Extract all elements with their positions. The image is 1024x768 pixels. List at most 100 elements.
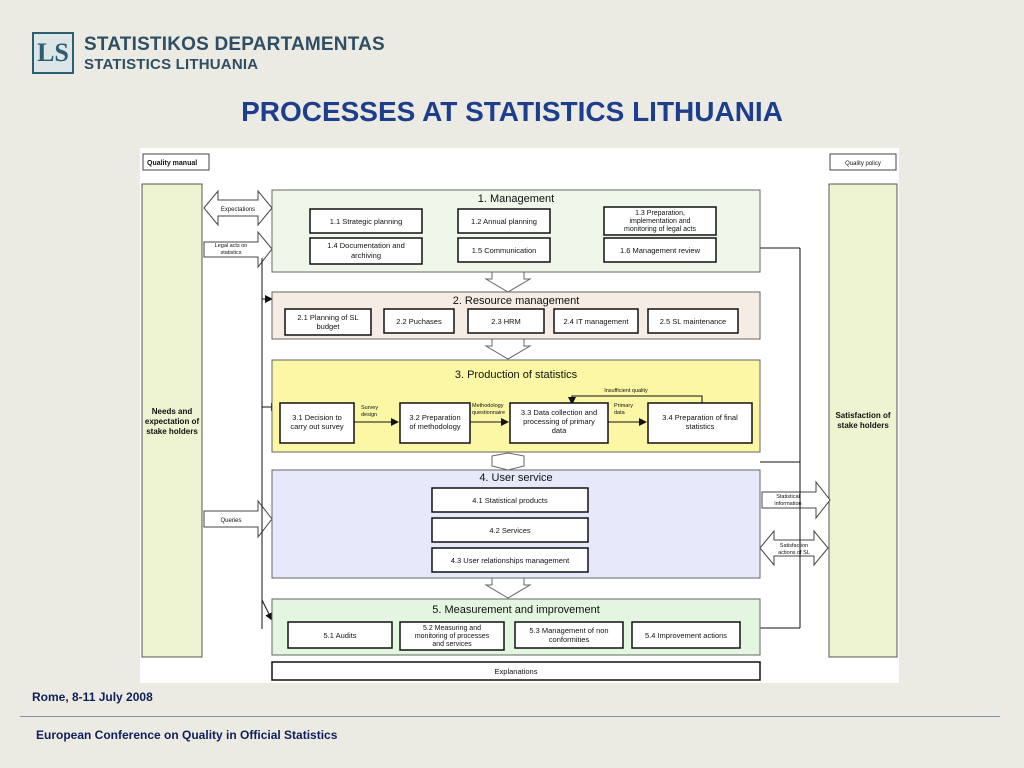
svg-text:stake holders: stake holders (146, 427, 198, 436)
svg-text:statistics: statistics (220, 250, 241, 256)
svg-text:2.3 HRM: 2.3 HRM (491, 317, 521, 326)
conference-name: European Conference on Quality in Offici… (36, 728, 338, 742)
step-2-3-box: 2.3 HRM (467, 308, 545, 334)
svg-text:data: data (552, 426, 567, 435)
step-4-2-box: 4.2 Services (431, 517, 589, 543)
svg-text:4.3 User relationships managem: 4.3 User relationships management (451, 556, 570, 565)
process-diagram-svg: Quality manual Quality policy Needs and … (141, 153, 898, 681)
insufficient-quality-loop (568, 395, 703, 405)
step-3-4-box: 3.4 Preparation of final statistics (647, 402, 753, 444)
measurement-title: 5. Measurement and improvement (432, 604, 600, 616)
satisfaction-actions-arrow (759, 529, 829, 567)
step-1-5-box: 1.5 Communication (457, 237, 551, 263)
up-down-arrow-3-4 (491, 452, 525, 471)
satisfaction-actions-label: Satisfaction actions of SL (778, 543, 810, 556)
svg-text:carry out survey: carry out survey (290, 422, 344, 431)
svg-text:actions of SL: actions of SL (778, 550, 810, 556)
svg-text:questionnaire: questionnaire (472, 410, 505, 416)
svg-text:1.1 Strategic planning: 1.1 Strategic planning (330, 217, 403, 226)
svg-text:processing of primary: processing of primary (523, 417, 595, 426)
svg-text:archiving: archiving (351, 251, 381, 260)
step-4-1-box: 4.1 Statistical products (431, 487, 589, 513)
svg-text:Legal acts on: Legal acts on (215, 243, 248, 249)
svg-text:5.2 Measuring and: 5.2 Measuring and (423, 625, 481, 632)
slide-title: PROCESSES AT STATISTICS LITHUANIA (241, 96, 783, 127)
svg-text:Needs and: Needs and (152, 407, 193, 416)
svg-text:5.1 Audits: 5.1 Audits (324, 631, 357, 640)
svg-text:4.2 Services: 4.2 Services (489, 526, 531, 535)
survey-design-label: Survey design (361, 405, 378, 418)
svg-text:3.1 Decision to: 3.1 Decision to (292, 413, 342, 422)
svg-text:information: information (774, 501, 801, 507)
step-5-1-box: 5.1 Audits (287, 621, 393, 649)
svg-text:Satisfaction of: Satisfaction of (835, 411, 890, 420)
primary-data-label: Primary data (614, 403, 633, 416)
quality-manual-label: Quality manual (147, 160, 197, 167)
down-arrow-1 (484, 271, 532, 293)
needs-label: Needs and expectation of stake holders (145, 407, 200, 436)
explanations-label: Explanations (495, 667, 538, 676)
footer-divider (20, 716, 1000, 717)
svg-text:expectation of: expectation of (145, 417, 200, 426)
svg-text:2.2 Puchases: 2.2 Puchases (396, 317, 442, 326)
methodology-questionnaire-label: Methodology questionnaire (472, 403, 505, 416)
step-1-2-box: 1.2 Annual planning (457, 208, 551, 234)
svg-text:design: design (361, 412, 377, 418)
step-2-1-box: 2.1 Planning of SL budget (284, 308, 372, 336)
step-2-5-box: 2.5 SL maintenance (647, 308, 739, 334)
svg-text:4.1 Statistical products: 4.1 Statistical products (472, 496, 548, 505)
svg-text:stake holders: stake holders (837, 421, 889, 430)
logo: LS (32, 32, 74, 74)
connector-measurement (261, 599, 273, 621)
svg-text:1.6 Management review: 1.6 Management review (620, 246, 701, 255)
svg-text:1.3 Preparation,: 1.3 Preparation, (635, 210, 685, 217)
queries-arrow (203, 499, 273, 539)
step-5-3-box: 5.3 Management of non conformities (514, 621, 624, 649)
down-arrow-2 (484, 338, 532, 360)
insufficient-quality-label: Insufficient quality (604, 388, 648, 394)
statistical-information-label: Statistical information (774, 494, 801, 507)
svg-text:1.2 Annual planning: 1.2 Annual planning (471, 217, 537, 226)
user-service-title: 4. User service (479, 472, 552, 484)
step-1-6-box: 1.6 Management review (603, 237, 717, 263)
quality-policy-box (829, 153, 897, 171)
svg-text:2.4 IT management: 2.4 IT management (564, 317, 630, 326)
down-arrow-4 (484, 577, 532, 599)
step-2-2-box: 2.2 Puchases (383, 308, 455, 334)
org-name-lt: STATISTIKOS DEPARTAMENTAS (84, 34, 385, 55)
svg-text:Primary: Primary (614, 403, 633, 409)
step-3-3-box: 3.3 Data collection and processing of pr… (509, 402, 609, 444)
statistical-information-arrow (761, 480, 831, 520)
logo-text: LS (37, 38, 69, 67)
svg-text:3.4 Preparation of final: 3.4 Preparation of final (662, 413, 738, 422)
svg-text:of methodology: of methodology (409, 422, 461, 431)
satisfaction-column (828, 183, 898, 658)
production-title: 3. Production of statistics (455, 369, 578, 381)
svg-text:conformities: conformities (549, 635, 590, 644)
quality-manual-box (142, 153, 210, 171)
org-name-en: STATISTICS LITHUANIA (84, 56, 259, 73)
svg-text:1.5 Communication: 1.5 Communication (472, 246, 537, 255)
step-5-4-box: 5.4 Improvement actions (631, 621, 741, 649)
svg-text:Survey: Survey (361, 405, 378, 411)
svg-text:5.3 Management of non: 5.3 Management of non (529, 626, 608, 635)
queries-label: Queries (220, 518, 241, 524)
resource-title: 2. Resource management (453, 295, 580, 307)
svg-text:Satisfaction: Satisfaction (780, 543, 808, 549)
step-4-3-box: 4.3 User relationships management (431, 547, 589, 573)
explanations-box (271, 661, 761, 681)
svg-text:Methodology: Methodology (472, 403, 504, 409)
expectations-label: Expectations (221, 207, 255, 213)
step-1-3-box: 1.3 Preparation, implementation and moni… (603, 206, 717, 236)
step-2-4-box: 2.4 IT management (553, 308, 639, 334)
svg-text:5.4 Improvement actions: 5.4 Improvement actions (645, 631, 727, 640)
svg-text:3.3 Data collection and: 3.3 Data collection and (521, 408, 597, 417)
svg-text:budget: budget (317, 322, 341, 331)
quality-policy-label: Quality policy (845, 161, 881, 167)
svg-text:data: data (614, 410, 626, 416)
svg-text:statistics: statistics (686, 422, 715, 431)
step-3-1-box: 3.1 Decision to carry out survey (279, 402, 355, 444)
svg-text:1.4 Documentation and: 1.4 Documentation and (327, 241, 405, 250)
step-5-2-box: 5.2 Measuring and monitoring of processe… (399, 621, 505, 651)
svg-text:3.2 Preparation: 3.2 Preparation (409, 413, 460, 422)
